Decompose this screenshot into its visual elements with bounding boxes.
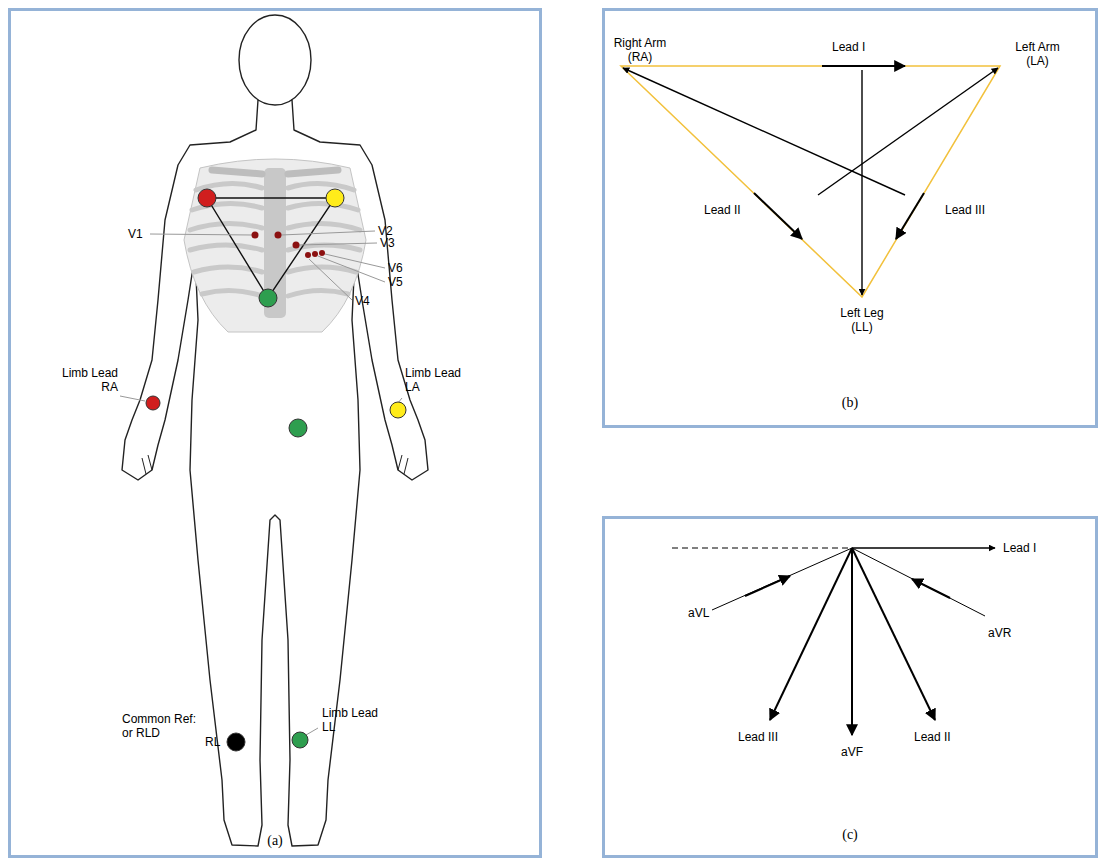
einthoven-triangle-chest [207, 198, 335, 298]
chest-lead-label: V1 [128, 227, 143, 241]
vertex-label: Left Leg (LL) [834, 306, 890, 334]
axis-label: aVF [841, 745, 863, 759]
electrode-label: Common Ref: or RLD [122, 712, 200, 740]
panel-caption: (a) [11, 833, 539, 849]
electrode-label: RL [205, 735, 220, 749]
lead-axes [672, 548, 995, 735]
electrode-label: Limb Lead LL [322, 706, 382, 734]
figure-panel: (a) [8, 8, 542, 858]
chest-electrodes [252, 232, 326, 259]
vertex-label: Right Arm (RA) [610, 36, 670, 64]
ribcage [184, 159, 366, 332]
lead-triangle [621, 66, 1000, 297]
leader-lines [120, 231, 402, 735]
chest-lead-label: V3 [380, 236, 395, 250]
electrode-label: Limb Lead LA [405, 366, 465, 394]
lead-label: Lead I [832, 40, 865, 54]
lead-label: Lead II [704, 203, 741, 217]
lead-label: Lead III [945, 203, 985, 217]
axis-label: aVR [988, 626, 1011, 640]
panel-caption: (c) [605, 827, 1095, 843]
chest-lead-label: V6 [388, 261, 403, 275]
figure-panel: (b) [602, 8, 1098, 428]
chest-lead-label: V4 [355, 294, 370, 308]
panel-caption: (b) [605, 395, 1095, 411]
axis-label: Lead II [914, 730, 951, 744]
electrode-label: Limb Lead RA [58, 366, 118, 394]
vertex-label: Left Arm (LA) [1010, 40, 1065, 68]
axis-label: Lead I [1003, 541, 1036, 555]
axis-label: aVL [688, 606, 709, 620]
body-outline [122, 15, 428, 846]
figure-panel: (c) [602, 516, 1098, 858]
chest-lead-label: V5 [388, 275, 403, 289]
limb-electrodes [146, 189, 406, 751]
chest-lead-label: V2 [378, 224, 393, 238]
axis-label: Lead III [738, 730, 778, 744]
